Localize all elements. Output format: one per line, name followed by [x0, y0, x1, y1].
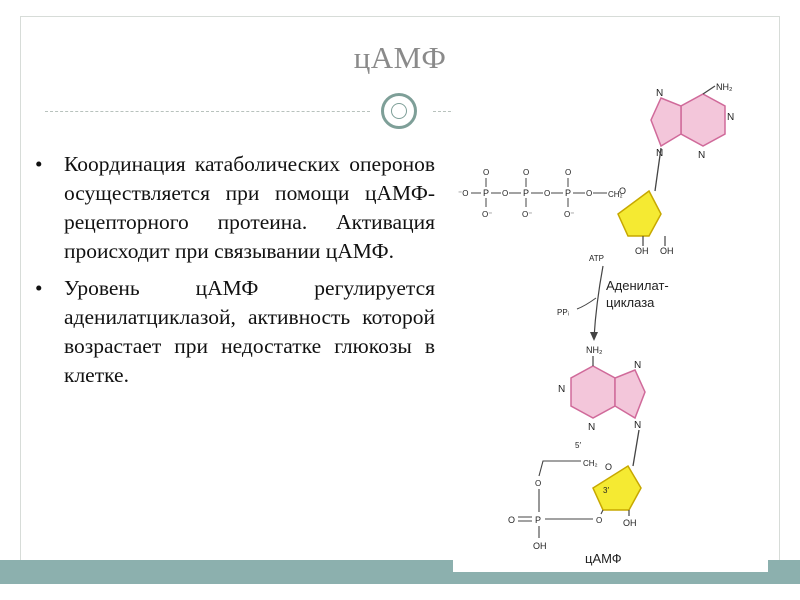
- enzyme-label-line1: Аденилат-: [606, 278, 669, 293]
- camp-pos5: 5′: [575, 441, 581, 450]
- atp-glycosidic-bond: [654, 147, 662, 192]
- camp-nh2: NH₂: [586, 345, 603, 355]
- atp-o-minus: ⁻O: [458, 189, 468, 198]
- atp-adenine: NH₂ N N N N: [650, 82, 734, 192]
- atp-to-camp-diagram: NH₂ N N N N O OH OH CH₂ ⁻O P O P O: [453, 76, 768, 572]
- pp-label: PPᵢ: [557, 308, 569, 317]
- bullet-item-2: • Уровень цАМФ регулируется аденилатцикл…: [35, 274, 435, 390]
- bullet-list: • Координация катаболических оперонов ос…: [35, 150, 435, 398]
- camp-n7: N: [634, 360, 641, 371]
- camp-ch2: CH₂: [583, 459, 598, 468]
- camp-o-double: O: [508, 515, 515, 525]
- atp-ribose-ring: [617, 189, 662, 237]
- reaction-scheme: NH₂ N N N N O OH OH CH₂ ⁻O P O P O: [458, 82, 734, 566]
- atp-nh2-bond: [702, 85, 716, 95]
- camp-product-label: цАМФ: [585, 551, 622, 566]
- camp-p-oh: OH: [533, 541, 547, 551]
- atp-p-beta: P: [523, 188, 529, 198]
- camp-n9: N: [634, 420, 641, 431]
- enzyme-label-line2: циклаза: [606, 295, 655, 310]
- bullet-item-1: • Координация катаболических оперонов ос…: [35, 150, 435, 266]
- atp-p-alpha: P: [565, 188, 571, 198]
- atp-ribose-o: O: [619, 186, 626, 196]
- pp-release-arrow: [576, 297, 597, 310]
- slide-title: цАМФ: [353, 40, 447, 75]
- atp-oh-2: OH: [635, 246, 649, 256]
- camp-pos3: 3′: [603, 486, 609, 495]
- camp-n1: N: [558, 384, 565, 395]
- atp-n1: N: [727, 112, 734, 123]
- camp-oh: OH: [623, 518, 637, 528]
- camp-ribose: 5′ CH₂ 3′ O OH O P O O OH: [508, 441, 642, 551]
- atp-o-minus-2: O⁻: [522, 210, 532, 219]
- atp-o-minus-1: O⁻: [482, 210, 492, 219]
- circle-ornament-inner-icon: [391, 103, 407, 119]
- atp-ch2: CH₂: [608, 190, 623, 199]
- camp-purine-six-ring: [570, 365, 616, 419]
- bullet-marker: •: [35, 276, 43, 300]
- reaction-arrowhead-icon: [590, 332, 598, 341]
- atp-nh2: NH₂: [716, 82, 733, 92]
- bullet-marker: •: [35, 152, 43, 176]
- camp-glycosidic-bond: [632, 429, 640, 467]
- atp-n7: N: [656, 88, 663, 99]
- atp-n3: N: [698, 150, 705, 161]
- atp-o-top-3: O: [565, 168, 571, 177]
- bullet-text-2: Уровень цАМФ регулируется аденилатциклаз…: [64, 276, 435, 387]
- atp-purine-six-ring: [680, 93, 726, 147]
- camp-ribose-o: O: [605, 462, 612, 472]
- title-divider-left: [45, 111, 370, 112]
- camp-ribose-ring: [592, 464, 642, 511]
- atp-o-minus-3: O⁻: [564, 210, 574, 219]
- camp-purine-five-ring: [614, 369, 646, 420]
- atp-triphosphate: ⁻O P O P O P O O O O O⁻ O⁻: [458, 168, 607, 219]
- camp-n3: N: [588, 422, 595, 433]
- atp-o-bridge-1: O: [502, 189, 508, 198]
- camp-o-5prime: O: [535, 479, 541, 488]
- camp-bond-5prime: [538, 460, 581, 477]
- reaction-arrow: ATP PPᵢ Аденилат- циклаза: [557, 254, 669, 341]
- atp-o-top-2: O: [523, 168, 529, 177]
- camp-p: P: [535, 515, 541, 525]
- camp-adenine: NH₂ N N N N: [558, 345, 646, 467]
- atp-o-bridge-3: O: [586, 189, 592, 198]
- atp-ribose: O OH OH CH₂: [608, 186, 674, 256]
- reaction-arrow-curve: [593, 265, 604, 339]
- camp-o-3prime: O: [596, 516, 602, 525]
- atp-purine-five-ring: [650, 97, 682, 148]
- circle-ornament-icon: [381, 93, 417, 129]
- atp-oh-3: OH: [660, 246, 674, 256]
- camp-bond-o3-ring: [600, 509, 604, 515]
- atp-p-gamma: P: [483, 188, 489, 198]
- bullet-text-1: Координация катаболических оперонов осущ…: [64, 152, 435, 263]
- atp-label: ATP: [589, 254, 604, 263]
- atp-o-top-1: O: [483, 168, 489, 177]
- atp-o-bridge-2: O: [544, 189, 550, 198]
